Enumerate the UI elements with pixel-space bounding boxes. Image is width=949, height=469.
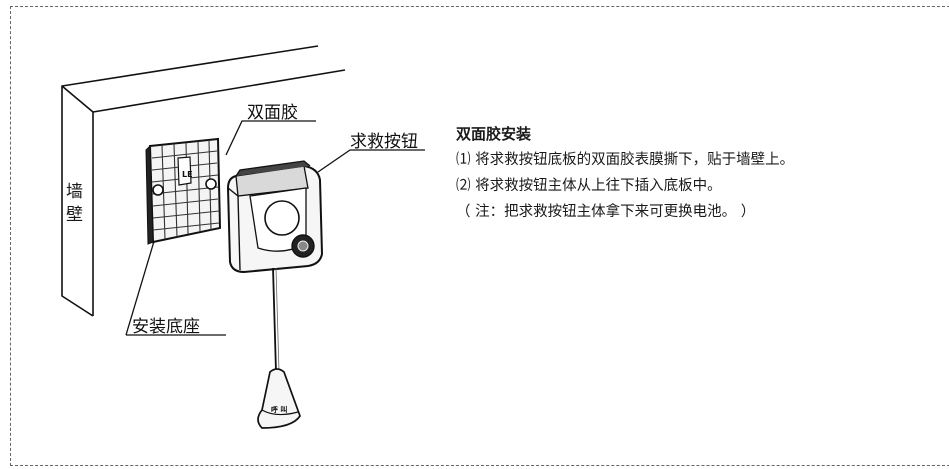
leader-lines	[125, 120, 425, 336]
instruction-note: （ 注：把求救按钮主体拿下来可更换电池。 ）	[456, 204, 756, 220]
pull-cord	[272, 267, 280, 373]
double-tape-leader	[225, 120, 316, 156]
wall-label-top: 墙	[66, 182, 83, 202]
double-tape-label: 双面胶	[247, 103, 298, 123]
sos-button-leader	[317, 149, 425, 173]
instruction-step-2: ⑵ 将求救按钮主体从上往下插入底板中。	[456, 178, 722, 194]
pendant-mark: 呼 叫	[271, 405, 287, 414]
pull-pendant	[257, 368, 301, 429]
instructions-heading: 双面胶安装	[456, 125, 532, 143]
instruction-step-1: ⑴ 将求救按钮底板的双面胶表膜撕下，贴于墙壁上。	[456, 152, 795, 168]
dashed-frame	[10, 6, 949, 466]
sos-button-body	[226, 160, 324, 274]
instructions-block: 双面胶安装 ⑴ 将求救按钮底板的双面胶表膜撕下，贴于墙壁上。 ⑵ 将求救按钮主体…	[456, 121, 794, 225]
mount-base-label: 安装底座	[132, 317, 200, 337]
wall-label-bottom: 壁	[66, 205, 83, 225]
mount-base-leader	[125, 237, 156, 336]
wall	[61, 45, 346, 317]
base-mark: LE	[182, 170, 193, 179]
mounting-base-plate	[145, 137, 222, 245]
sos-button-label: 求救按钮	[350, 132, 418, 152]
